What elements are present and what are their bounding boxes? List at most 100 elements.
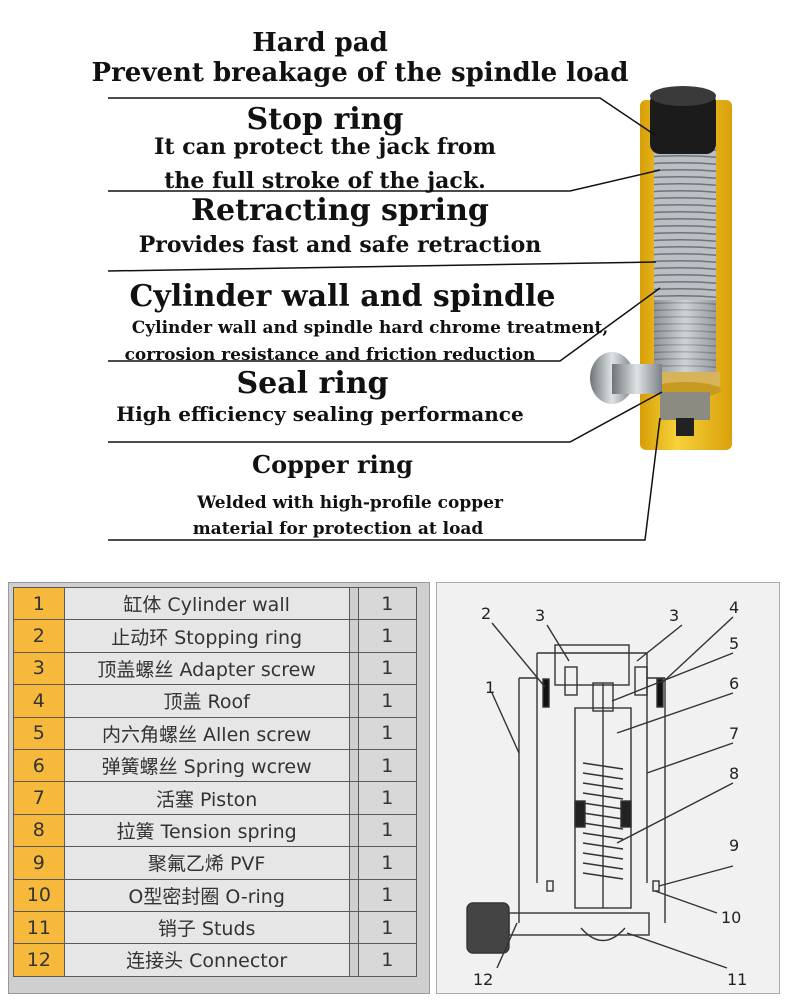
callout-hard-pad-text: Prevent breakage of the spindle load xyxy=(91,58,629,88)
callout-stop-ring-text-1: It can protect the jack from xyxy=(154,134,496,160)
label-9: 9 xyxy=(729,836,739,855)
label-10: 10 xyxy=(721,908,741,927)
spacer xyxy=(349,846,358,880)
part-name: 聚氟乙烯 PVF xyxy=(63,846,350,880)
callout-copper-ring-text-2: material for protection at load xyxy=(192,519,484,539)
part-number: 1 xyxy=(13,586,65,621)
callout-copper-ring-title: Copper ring xyxy=(252,450,413,479)
part-name: 拉簧 Tension spring xyxy=(63,813,350,848)
part-quantity: 1 xyxy=(357,943,417,977)
part-name: 连接头 Connector xyxy=(63,943,350,977)
spacer xyxy=(349,748,358,783)
part-name: 弹簧螺丝 Spring wcrew xyxy=(63,748,350,783)
part-quantity: 1 xyxy=(357,910,417,945)
spacer xyxy=(349,813,358,848)
label-7: 7 xyxy=(729,724,739,743)
label-4: 4 xyxy=(729,598,739,617)
part-number: 5 xyxy=(13,716,65,750)
callout-stop-ring-title: Stop ring xyxy=(246,102,404,137)
part-quantity: 1 xyxy=(357,846,417,880)
part-number: 9 xyxy=(13,846,65,880)
roof xyxy=(554,644,630,686)
label-3b: 3 xyxy=(669,606,679,625)
callout-seal-ring-title: Seal ring xyxy=(236,366,389,401)
part-quantity: 1 xyxy=(357,651,417,686)
callout-cylinder-wall-text-2: corrosion resistance and friction reduct… xyxy=(124,345,536,365)
seal-ring xyxy=(650,372,720,386)
part-number: 2 xyxy=(13,619,65,653)
spacer xyxy=(349,943,358,977)
part-name: 内六角螺丝 Allen screw xyxy=(63,716,350,750)
label-1: 1 xyxy=(485,678,495,697)
part-number: 4 xyxy=(13,684,65,718)
part-name: 活塞 Piston xyxy=(63,781,350,815)
part-name: 销子 Studs xyxy=(63,910,350,945)
part-number: 8 xyxy=(13,813,65,848)
part-quantity: 1 xyxy=(357,586,417,621)
cross-section-diagram: 2 3 3 4 5 1 6 7 8 9 10 11 12 xyxy=(436,582,780,994)
part-quantity: 1 xyxy=(357,748,417,783)
spacer xyxy=(349,619,358,653)
part-number: 11 xyxy=(13,910,65,945)
spacer xyxy=(349,878,358,912)
cross-section-drawing: 2 3 3 4 5 1 6 7 8 9 10 11 12 xyxy=(466,598,747,989)
copper-ring xyxy=(660,392,710,420)
part-number: 6 xyxy=(13,748,65,783)
part-name: 顶盖 Roof xyxy=(63,684,350,718)
callout-copper-ring-text-1: Welded with high-profile copper xyxy=(197,493,503,513)
spacer xyxy=(349,684,358,718)
label-3a: 3 xyxy=(535,606,545,625)
part-quantity: 1 xyxy=(357,878,417,912)
jack-product-illustration xyxy=(107,86,732,541)
callout-retracting-spring-title: Retracting spring xyxy=(191,193,489,228)
part-quantity: 1 xyxy=(357,813,417,848)
spacer xyxy=(349,910,358,945)
callout-seal-ring-text: High efficiency sealing performance xyxy=(116,402,524,426)
label-8: 8 xyxy=(729,764,739,783)
part-quantity: 1 xyxy=(357,619,417,653)
part-name: 顶盖螺丝 Adapter screw xyxy=(63,651,350,686)
part-number: 10 xyxy=(13,878,65,912)
part-number: 7 xyxy=(13,781,65,815)
spacer xyxy=(349,586,358,621)
callout-stop-ring-text-2: the full stroke of the jack. xyxy=(164,168,486,194)
label-5: 5 xyxy=(729,634,739,653)
spacer xyxy=(349,651,358,686)
callout-cylinder-wall-text-1: Cylinder wall and spindle hard chrome tr… xyxy=(131,318,609,338)
callout-retracting-spring-text: Provides fast and safe retraction xyxy=(138,232,542,258)
part-number: 3 xyxy=(13,651,65,686)
part-name: 缸体 Cylinder wall xyxy=(63,586,350,621)
part-quantity: 1 xyxy=(357,781,417,815)
part-name: O型密封圈 O-ring xyxy=(63,878,350,912)
spacer xyxy=(349,781,358,815)
cylinder-wall-outline xyxy=(518,678,666,923)
callout-cylinder-wall-title: Cylinder wall and spindle xyxy=(129,279,556,314)
label-2: 2 xyxy=(481,604,491,623)
hard-pad xyxy=(650,92,716,154)
spacer xyxy=(349,716,358,750)
tension-spring xyxy=(582,762,624,880)
label-12: 12 xyxy=(473,970,493,989)
connector xyxy=(466,902,510,954)
part-number: 12 xyxy=(13,943,65,977)
part-quantity: 1 xyxy=(357,716,417,750)
label-11: 11 xyxy=(727,970,747,989)
label-6: 6 xyxy=(729,674,739,693)
part-quantity: 1 xyxy=(357,684,417,718)
callout-hard-pad-title: Hard pad xyxy=(252,28,388,58)
part-name: 止动环 Stopping ring xyxy=(63,619,350,653)
